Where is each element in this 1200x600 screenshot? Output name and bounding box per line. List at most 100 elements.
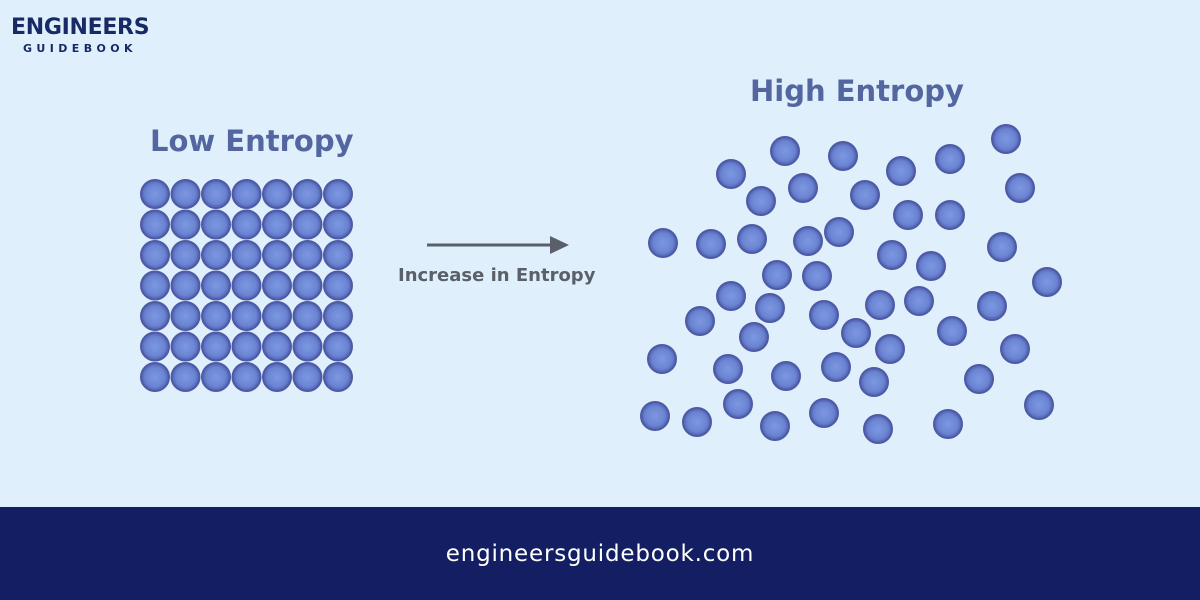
particle [977, 291, 1007, 321]
particle [231, 179, 262, 209]
particle [201, 209, 231, 240]
particle [292, 179, 323, 209]
particle [140, 301, 170, 331]
particle [770, 136, 800, 166]
particle [170, 209, 201, 240]
particle [170, 240, 201, 270]
particle [964, 364, 994, 394]
particle [809, 398, 839, 428]
particle [292, 301, 323, 331]
particle [140, 270, 170, 301]
particle [262, 179, 292, 209]
particle [821, 352, 851, 382]
particle [713, 354, 743, 384]
particle [201, 179, 231, 209]
particle [737, 224, 767, 254]
particle [140, 331, 170, 362]
particle [640, 401, 670, 431]
particle [201, 270, 231, 301]
particle [231, 301, 262, 331]
arrow-label: Increase in Entropy [398, 265, 596, 286]
particle [323, 331, 353, 362]
particle [755, 293, 785, 323]
particle [292, 270, 323, 301]
particle [262, 301, 292, 331]
particle [739, 322, 769, 352]
particle [262, 240, 292, 270]
entropy-diagram [140, 124, 1062, 444]
particle [201, 240, 231, 270]
particle [935, 144, 965, 174]
particle [292, 240, 323, 270]
particle [262, 331, 292, 362]
particle [1005, 173, 1035, 203]
logo: ENGINEERS GUIDEBOOK [11, 14, 156, 56]
particle [886, 156, 916, 186]
particle [1000, 334, 1030, 364]
high-entropy-title: High Entropy [750, 74, 964, 108]
particle [859, 367, 889, 397]
particle [140, 179, 170, 209]
high-entropy-scatter [640, 124, 1062, 444]
particle [262, 270, 292, 301]
particle [231, 362, 262, 392]
particle [875, 334, 905, 364]
particle [323, 209, 353, 240]
particle [771, 361, 801, 391]
particle [828, 141, 858, 171]
particle [935, 200, 965, 230]
particle [824, 217, 854, 247]
particle [987, 232, 1017, 262]
footer: engineersguidebook.com [0, 507, 1200, 600]
particle [262, 362, 292, 392]
particle [877, 240, 907, 270]
particle [809, 300, 839, 330]
particle [696, 229, 726, 259]
particle [323, 362, 353, 392]
logo-subtitle: GUIDEBOOK [23, 42, 137, 55]
particle [746, 186, 776, 216]
particle [685, 306, 715, 336]
particle [991, 124, 1021, 154]
particle [850, 180, 880, 210]
particle [201, 362, 231, 392]
particle [231, 240, 262, 270]
particle [893, 200, 923, 230]
particle [170, 179, 201, 209]
particle [292, 362, 323, 392]
footer-url: engineersguidebook.com [445, 541, 755, 567]
particle [140, 240, 170, 270]
particle [201, 301, 231, 331]
particle [231, 270, 262, 301]
particle [231, 331, 262, 362]
particle [762, 260, 792, 290]
particle [933, 409, 963, 439]
particle [716, 281, 746, 311]
particle [648, 228, 678, 258]
particle [231, 209, 262, 240]
entropy-arrow [427, 236, 569, 254]
particle [1032, 267, 1062, 297]
particle [170, 362, 201, 392]
particle [841, 318, 871, 348]
particle [723, 389, 753, 419]
particle [292, 209, 323, 240]
particle [201, 331, 231, 362]
particle [323, 301, 353, 331]
logo-wordmark: ENGINEERS [11, 15, 150, 40]
particle [170, 270, 201, 301]
low-entropy-title: Low Entropy [150, 124, 354, 158]
particle [1024, 390, 1054, 420]
particle [937, 316, 967, 346]
particle [916, 251, 946, 281]
arrow-head [550, 236, 569, 254]
particle [760, 411, 790, 441]
particle [323, 179, 353, 209]
particle [323, 240, 353, 270]
particle [140, 209, 170, 240]
particle [262, 209, 292, 240]
particle [716, 159, 746, 189]
particle [865, 290, 895, 320]
particle [170, 301, 201, 331]
particle [647, 344, 677, 374]
